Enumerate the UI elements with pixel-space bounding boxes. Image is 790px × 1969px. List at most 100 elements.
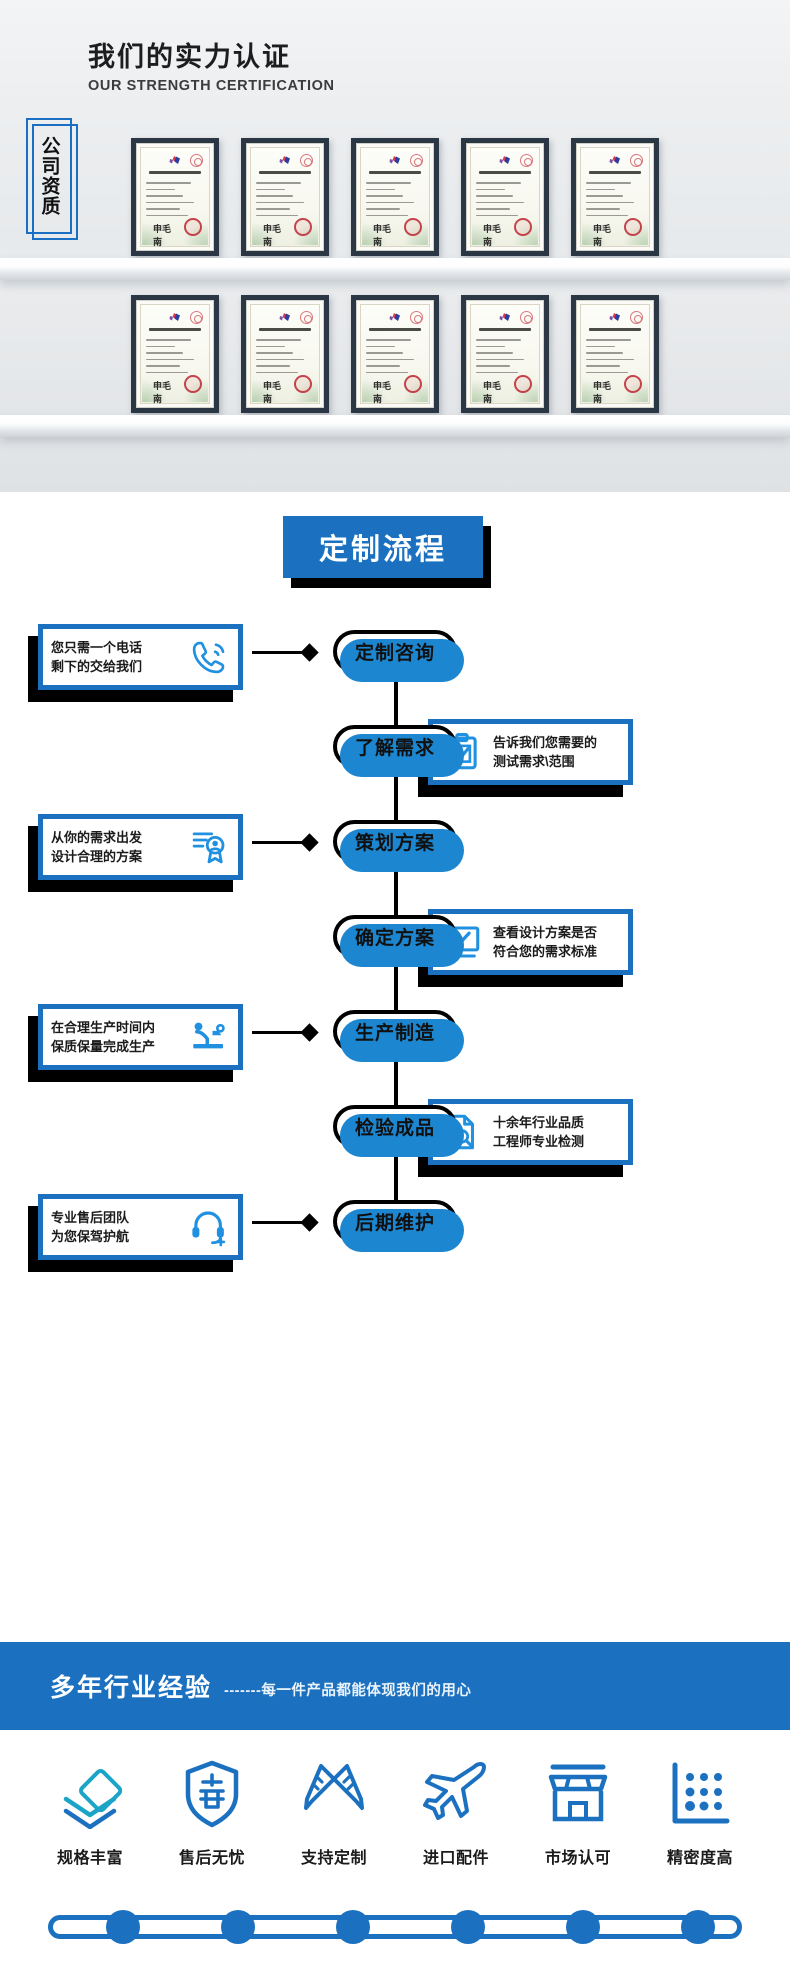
- certificate-seal-small: [300, 154, 313, 167]
- patent-logo-icon: [499, 156, 510, 164]
- certificate-seal-small: [410, 311, 423, 324]
- certificate-seal-red: [294, 375, 312, 393]
- flow-step-card[interactable]: 您只需一个电话 剩下的交给我们: [28, 624, 243, 702]
- certificate-seal-small: [300, 311, 313, 324]
- flow-step-row: 从你的需求出发 设计合理的方案 策划方案: [0, 770, 790, 895]
- certificate-title-bar: [369, 171, 421, 174]
- flow-title-banner: 定制流程: [283, 516, 491, 588]
- certificate-seal-red: [514, 218, 532, 236]
- track-dot[interactable]: [221, 1910, 255, 1944]
- feature-item[interactable]: 进口配件: [406, 1754, 506, 1899]
- certificate-frame: 申毛南: [461, 295, 549, 413]
- flow-step-row: 专业售后团队 为您保驾护航 后期维护: [0, 1150, 790, 1275]
- certificate-frame: 申毛南: [461, 138, 549, 256]
- certificate-seal-red: [184, 218, 202, 236]
- certificate-decor-left: [252, 223, 278, 245]
- certificate-signature: 申毛南: [373, 381, 392, 404]
- connector-diamond-icon: [300, 643, 319, 662]
- company-qualification-tag: 公司资质: [26, 118, 78, 240]
- flow-title-label: 定制流程: [318, 534, 447, 566]
- shield-after-sales-icon: [177, 1754, 247, 1834]
- certificate-title-bar: [149, 328, 201, 331]
- certificate-title-bar: [479, 171, 531, 174]
- flow-step-label: 策划方案: [354, 833, 435, 854]
- certificate-title-bar: [149, 171, 201, 174]
- flow-step-pill[interactable]: 定制咨询: [333, 630, 464, 682]
- flow-step-pill[interactable]: 后期维护: [333, 1200, 464, 1252]
- certificate-decor-left: [472, 380, 498, 402]
- feature-item[interactable]: 规格丰富: [40, 1754, 140, 1899]
- flow-step-pill[interactable]: 检验成品: [333, 1105, 464, 1157]
- certificate-title-bar: [369, 328, 421, 331]
- certificate-text-lines: [366, 182, 424, 221]
- card-desc-line1: 专业售后团队: [51, 1210, 130, 1225]
- certificate-seal-small: [410, 154, 423, 167]
- card-desc-line2: 测试需求\范围: [493, 754, 575, 769]
- flow-step-row: 查看设计方案是否 符合您的需求标准 确定方案: [0, 865, 790, 990]
- card-inner: 专业售后团队 为您保驾护航: [38, 1194, 243, 1260]
- certification-title-cn: 我们的实力认证: [88, 42, 291, 72]
- track-dot[interactable]: [106, 1910, 140, 1944]
- flow-step-card[interactable]: 专业售后团队 为您保驾护航: [28, 1194, 243, 1272]
- card-desc-line2: 保质保量完成生产: [51, 1039, 156, 1054]
- flow-step-card[interactable]: 告诉我们您需要的 测试需求\范围: [418, 719, 633, 797]
- certificate-decor-left: [142, 380, 168, 402]
- shelf-board-1: [0, 258, 790, 280]
- certificate-frame: 申毛南: [351, 138, 439, 256]
- certificate-text-lines: [256, 182, 314, 221]
- card-desc-line2: 工程师专业检测: [493, 1134, 585, 1149]
- shelf-board-2: [0, 415, 790, 437]
- certificate-title-bar: [259, 171, 311, 174]
- certificate-title-bar: [479, 328, 531, 331]
- track-dot[interactable]: [566, 1910, 600, 1944]
- precision-dots-icon: [665, 1754, 735, 1834]
- patent-logo-icon: [279, 156, 290, 164]
- flow-step-pill[interactable]: 确定方案: [333, 915, 464, 967]
- pencil-ruler-icon: [299, 1754, 369, 1834]
- certificate-frame: 申毛南: [571, 295, 659, 413]
- flow-step-card[interactable]: 在合理生产时间内 保质保量完成生产: [28, 1004, 243, 1082]
- certificate-text-lines: [476, 339, 534, 378]
- feature-item[interactable]: 售后无忧: [162, 1754, 262, 1899]
- certificate-title-bar: [259, 328, 311, 331]
- certificate-frame: 申毛南: [351, 295, 439, 413]
- track-dot[interactable]: [451, 1910, 485, 1944]
- certificate-signature: 申毛南: [593, 224, 612, 247]
- feature-item[interactable]: 支持定制: [284, 1754, 384, 1899]
- flow-step-card[interactable]: 从你的需求出发 设计合理的方案: [28, 814, 243, 892]
- certificate-decor-left: [362, 380, 388, 402]
- patent-logo-icon: [169, 156, 180, 164]
- flow-title-plate: 定制流程: [283, 516, 483, 578]
- flow-step-row: 告诉我们您需要的 测试需求\范围 了解需求: [0, 675, 790, 800]
- patent-logo-icon: [609, 156, 620, 164]
- track-dot[interactable]: [336, 1910, 370, 1944]
- connector-diamond-icon: [300, 1213, 319, 1232]
- certificate-text-lines: [146, 339, 204, 378]
- experience-banner-title: 多年行业经验: [50, 1674, 213, 1702]
- features-section: 多年行业经验 -------每一件产品都能体现我们的用心 规格丰富 售后无忧: [0, 1642, 790, 1969]
- certificate-frame: 申毛南: [241, 138, 329, 256]
- card-inner: 您只需一个电话 剩下的交给我们: [38, 624, 243, 690]
- certificate-decor-left: [142, 223, 168, 245]
- certificate-seal-small: [520, 311, 533, 324]
- connector-diamond-icon: [300, 833, 319, 852]
- flow-spine: [394, 1150, 398, 1200]
- flow-step-label: 定制咨询: [354, 643, 435, 664]
- certificate-text-lines: [256, 339, 314, 378]
- headset-support-icon: [192, 1211, 226, 1247]
- card-desc-line1: 查看设计方案是否: [493, 925, 598, 940]
- feature-item[interactable]: 市场认可: [528, 1754, 628, 1899]
- flow-step-pill[interactable]: 了解需求: [333, 725, 464, 777]
- certificate-seal-red: [294, 218, 312, 236]
- phone-call-icon: [192, 641, 225, 674]
- flow-step-pill[interactable]: 生产制造: [333, 1010, 464, 1062]
- flow-step-label: 生产制造: [354, 1023, 435, 1044]
- flow-connector-left: [252, 643, 319, 662]
- feature-item[interactable]: 精密度高: [650, 1754, 750, 1899]
- certificate-seal-red: [404, 218, 422, 236]
- flow-step-pill[interactable]: 策划方案: [333, 820, 464, 872]
- certificate-signature: 申毛南: [153, 381, 172, 404]
- experience-banner-subtitle: -------每一件产品都能体现我们的用心: [224, 1682, 472, 1699]
- track-dot[interactable]: [681, 1910, 715, 1944]
- patent-logo-icon: [389, 156, 400, 164]
